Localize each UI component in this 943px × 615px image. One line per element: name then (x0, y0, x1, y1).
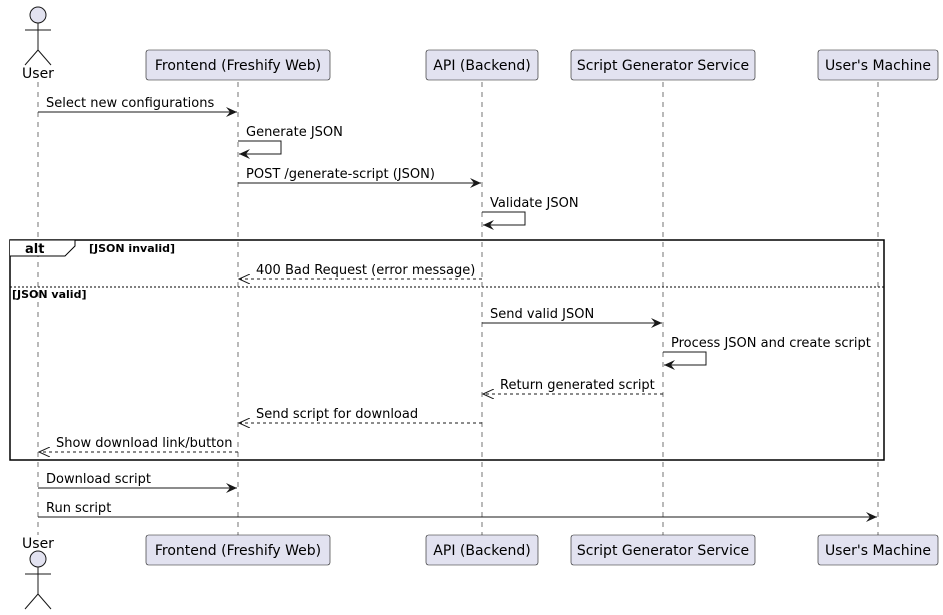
message-label: Download script (46, 472, 151, 487)
participant-box (425, 49, 539, 81)
message-6: Send valid JSON (482, 307, 662, 328)
message-1: Select new configurations (38, 96, 237, 117)
message-7: Process JSON and create script (663, 336, 871, 370)
message-label: Generate JSON (246, 125, 343, 140)
alt-guard-invalid: [JSON invalid] (89, 242, 175, 255)
alt-fragment: alt [JSON invalid] [JSON valid] (9, 239, 885, 461)
participant-box (145, 49, 331, 81)
participant-user-bottom: User (22, 536, 54, 610)
participant-box (425, 534, 539, 566)
participants-bottom: User Frontend (Freshify Web) API (Backend)… (22, 534, 939, 610)
message-12: Run script (38, 501, 877, 522)
participant-label: User (22, 66, 54, 82)
message-label: Validate JSON (490, 196, 579, 211)
participant-user-top: User (22, 6, 54, 82)
message-label: Send script for download (256, 407, 418, 422)
lifelines (37, 82, 879, 535)
participant-label: Frontend (Freshify Web) (155, 543, 321, 559)
message-label: Run script (46, 501, 111, 516)
actor-body (24, 567, 52, 610)
alt-frame (9, 239, 885, 461)
message-arrow (238, 140, 282, 159)
message-11: Download script (38, 472, 237, 493)
message-label: Return generated script (500, 378, 655, 393)
participant-box (570, 49, 756, 81)
message-label: Select new configurations (46, 96, 214, 111)
participant-api-top: API (Backend) (425, 49, 539, 81)
participant-label: User's Machine (825, 543, 931, 559)
message-label: POST /generate-script (JSON) (246, 167, 435, 182)
participant-box (817, 534, 939, 566)
participant-machine-bottom: User's Machine (817, 534, 939, 566)
alt-guard-valid: [JSON valid] (12, 288, 86, 301)
participant-frontend-top: Frontend (Freshify Web) (145, 49, 331, 81)
participant-box (817, 49, 939, 81)
participant-machine-top: User's Machine (817, 49, 939, 81)
participant-label: User's Machine (825, 58, 931, 74)
participant-box (145, 534, 331, 566)
message-10: Show download link/button (39, 436, 238, 452)
participant-label: Script Generator Service (577, 543, 749, 559)
message-label: Show download link/button (56, 436, 232, 451)
actor-head (29, 6, 47, 24)
participant-box (570, 534, 756, 566)
actor-body (24, 23, 52, 66)
message-arrow (663, 351, 707, 370)
participant-label: User (22, 536, 54, 552)
message-8: Return generated script (483, 378, 663, 394)
participant-scriptgen-top: Script Generator Service (570, 49, 756, 81)
message-label: Process JSON and create script (671, 336, 871, 351)
participant-label: Script Generator Service (577, 58, 749, 74)
message-label: Send valid JSON (490, 307, 594, 322)
message-3: POST /generate-script (JSON) (238, 167, 481, 188)
participant-api-bottom: API (Backend) (425, 534, 539, 566)
alt-keyword: alt (25, 242, 44, 257)
alt-tab (10, 239, 76, 257)
message-label: 400 Bad Request (error message) (256, 263, 475, 278)
message-9: Send script for download (239, 407, 482, 423)
actor-head (29, 550, 47, 568)
message-arrow (482, 211, 526, 230)
participant-frontend-bottom: Frontend (Freshify Web) (145, 534, 331, 566)
participant-label: API (Backend) (433, 58, 530, 74)
message-5: 400 Bad Request (error message) (239, 263, 482, 279)
participants-top: User Frontend (Freshify Web) API (Backend)… (22, 6, 939, 82)
message-4: Validate JSON (482, 196, 579, 230)
participant-scriptgen-bottom: Script Generator Service (570, 534, 756, 566)
participant-label: Frontend (Freshify Web) (155, 58, 321, 74)
message-2: Generate JSON (238, 125, 343, 159)
participant-label: API (Backend) (433, 543, 530, 559)
